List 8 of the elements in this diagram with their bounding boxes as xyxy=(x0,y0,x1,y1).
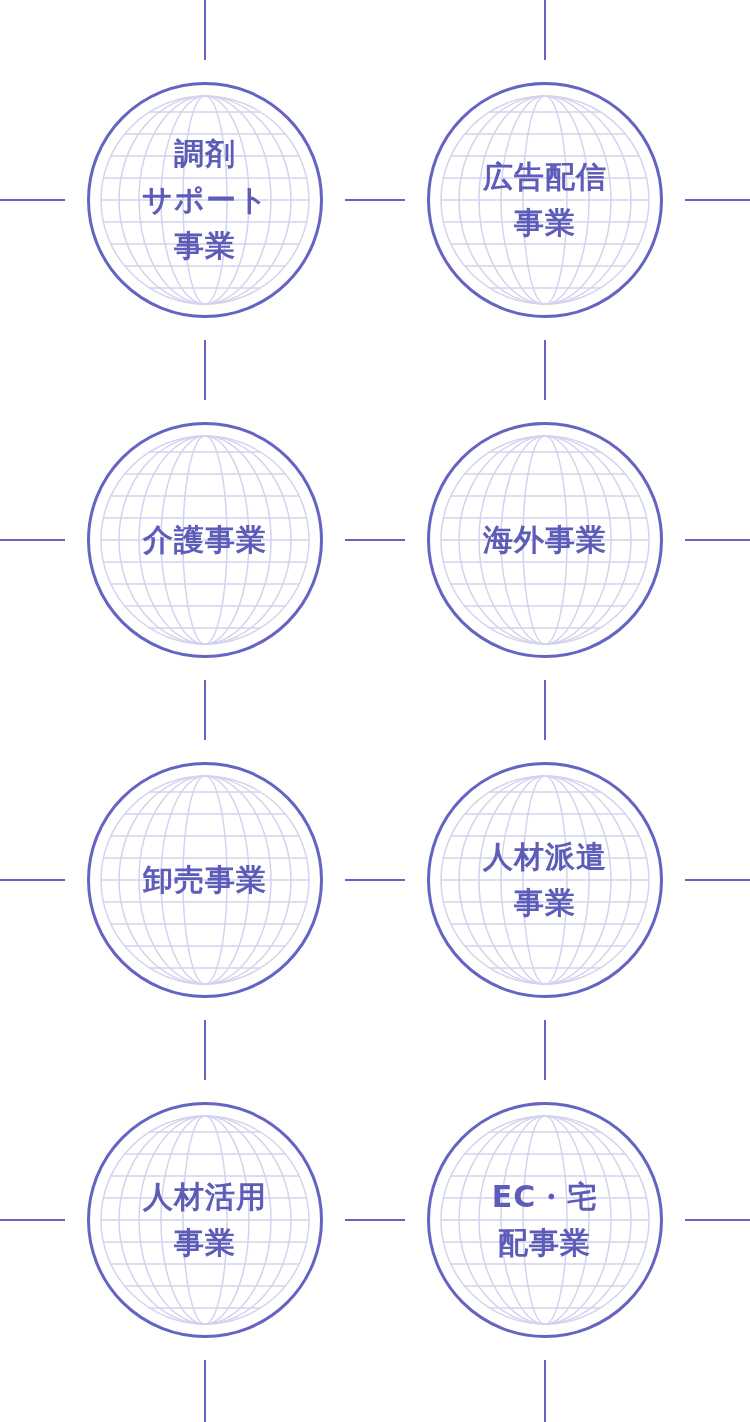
business-label: 海外事業 xyxy=(483,521,607,559)
business-label: 広告配信事業 xyxy=(483,158,607,242)
business-label: EC・宅配事業 xyxy=(491,1178,599,1262)
business-label: 卸売事業 xyxy=(143,861,267,899)
business-label: 人材派遣事業 xyxy=(483,838,607,922)
business-label: 人材活用事業 xyxy=(143,1178,267,1262)
business-label: 介護事業 xyxy=(143,521,267,559)
business-label: 調剤サポート事業 xyxy=(141,135,269,265)
